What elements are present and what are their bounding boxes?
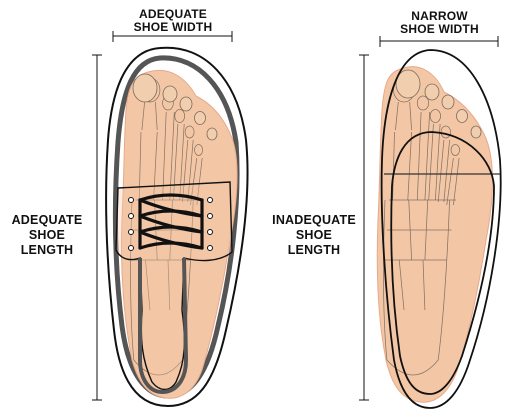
narrow-width-label-line1: NARROW	[411, 9, 468, 23]
narrow-shoe-outline	[380, 49, 502, 409]
right-foot-silhouette	[376, 66, 493, 403]
left-foot-silhouette	[120, 70, 238, 399]
inadequate-length-label: INADEQUATE SHOE LENGTH	[266, 213, 362, 258]
right-shoe-figure	[359, 36, 502, 409]
left-shoe-figure	[92, 31, 249, 408]
adequate-width-label-line1: ADEQUATE	[138, 7, 208, 21]
shoe-laces	[138, 193, 204, 250]
adequate-width-label-line2: SHOE WIDTH	[133, 20, 213, 34]
narrow-width-label-line2: SHOE WIDTH	[400, 22, 479, 36]
narrow-width-label: NARROW SHOE WIDTH	[380, 10, 499, 36]
inadequate-length-label-line3: LENGTH	[287, 243, 341, 257]
adequate-width-label: ADEQUATE SHOE WIDTH	[113, 8, 233, 34]
adequate-length-label-line2: SHOE	[28, 228, 66, 242]
inadequate-length-label-line2: SHOE	[295, 228, 333, 242]
adequate-length-label-line1: ADEQUATE	[11, 213, 83, 227]
adequate-length-label-line3: LENGTH	[20, 243, 74, 257]
inadequate-length-label-line1: INADEQUATE	[272, 213, 356, 227]
adequate-length-label: ADEQUATE SHOE LENGTH	[2, 213, 92, 258]
